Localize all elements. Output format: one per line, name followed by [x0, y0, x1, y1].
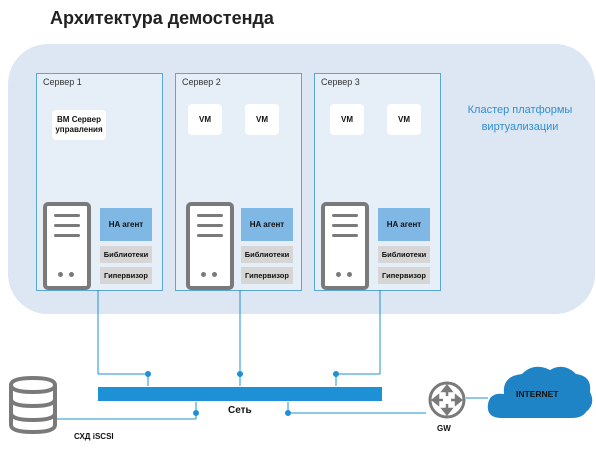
- vm-box: VM: [387, 104, 421, 135]
- ha-agent: HA агент: [241, 208, 293, 241]
- vm-management-server: ВМ Сервер управления: [52, 110, 106, 140]
- hypervisor-box: Гипервизор: [241, 267, 293, 284]
- vm-box: VM: [330, 104, 364, 135]
- libraries-box: Библиотеки: [100, 246, 152, 263]
- storage-label: СХД iSCSI: [74, 432, 114, 441]
- server-icon: [186, 202, 234, 290]
- cluster-label: Кластер платформы виртуализации: [467, 104, 573, 133]
- server-icon: [321, 202, 369, 290]
- internet-label: INTERNET: [516, 389, 559, 399]
- vm-box: VM: [245, 104, 279, 135]
- server-3: Сервер 3 VM VM HA агент Библиотеки Гипер…: [314, 73, 441, 291]
- hypervisor-box: Гипервизор: [378, 267, 430, 284]
- gateway-label: GW: [437, 424, 451, 433]
- ha-agent: HA агент: [100, 208, 152, 241]
- libraries-box: Библиотеки: [378, 246, 430, 263]
- router-icon: [428, 381, 466, 419]
- cloud-icon: [487, 366, 593, 418]
- vm-box: VM: [188, 104, 222, 135]
- network-bus: [98, 387, 382, 401]
- server-2: Сервер 2 VM VM HA агент Библиотеки Гипер…: [175, 73, 302, 291]
- libraries-box: Библиотеки: [241, 246, 293, 263]
- ha-agent: HA агент: [378, 208, 430, 241]
- server-label: Сервер 3: [321, 77, 360, 87]
- server-icon: [43, 202, 91, 290]
- network-label: Сеть: [228, 405, 252, 416]
- server-1: Сервер 1 ВМ Сервер управления HA агент Б…: [36, 73, 163, 291]
- server-label: Сервер 2: [182, 77, 221, 87]
- hypervisor-box: Гипервизор: [100, 267, 152, 284]
- diagram-title: Архитектура демостенда: [50, 8, 274, 28]
- server-label: Сервер 1: [43, 77, 82, 87]
- storage-icon: [9, 375, 57, 435]
